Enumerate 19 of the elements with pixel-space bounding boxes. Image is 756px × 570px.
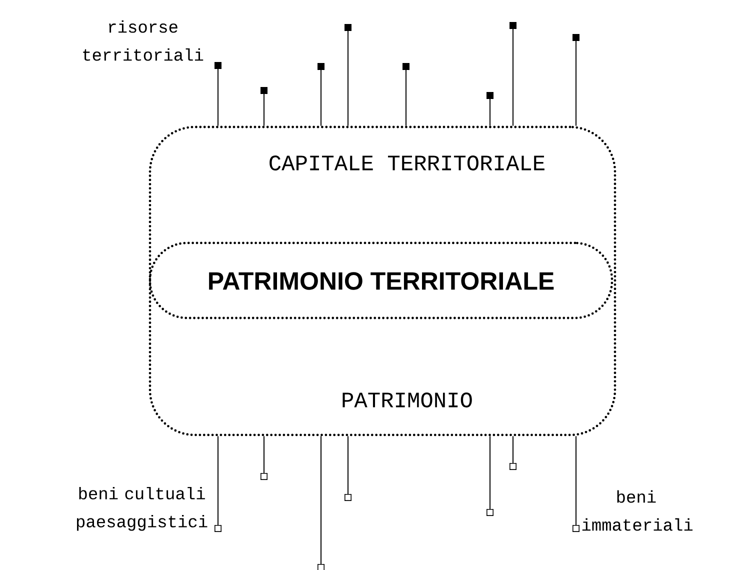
pin-line bbox=[318, 63, 324, 126]
label-text: risorse territoriali bbox=[83, 20, 204, 61]
pin-line bbox=[572, 436, 580, 532]
label-text: beni cultuali paesaggistici bbox=[76, 486, 208, 531]
pin-line bbox=[486, 436, 494, 516]
pin-line bbox=[402, 63, 410, 126]
pin-line bbox=[486, 92, 494, 126]
label-text: beni immateriali bbox=[582, 490, 693, 531]
pin-line bbox=[510, 22, 516, 126]
pin-line bbox=[214, 436, 222, 532]
pin-line bbox=[318, 436, 324, 570]
pin-line bbox=[260, 436, 268, 480]
rounded-band: PATRIMONIO TERRITORIALE bbox=[148, 242, 614, 320]
pin-line bbox=[510, 436, 516, 470]
pin-line bbox=[344, 24, 352, 126]
pin-line bbox=[260, 87, 268, 126]
pin-line bbox=[572, 34, 580, 126]
pin-line bbox=[214, 62, 222, 126]
pin-line bbox=[344, 436, 352, 501]
